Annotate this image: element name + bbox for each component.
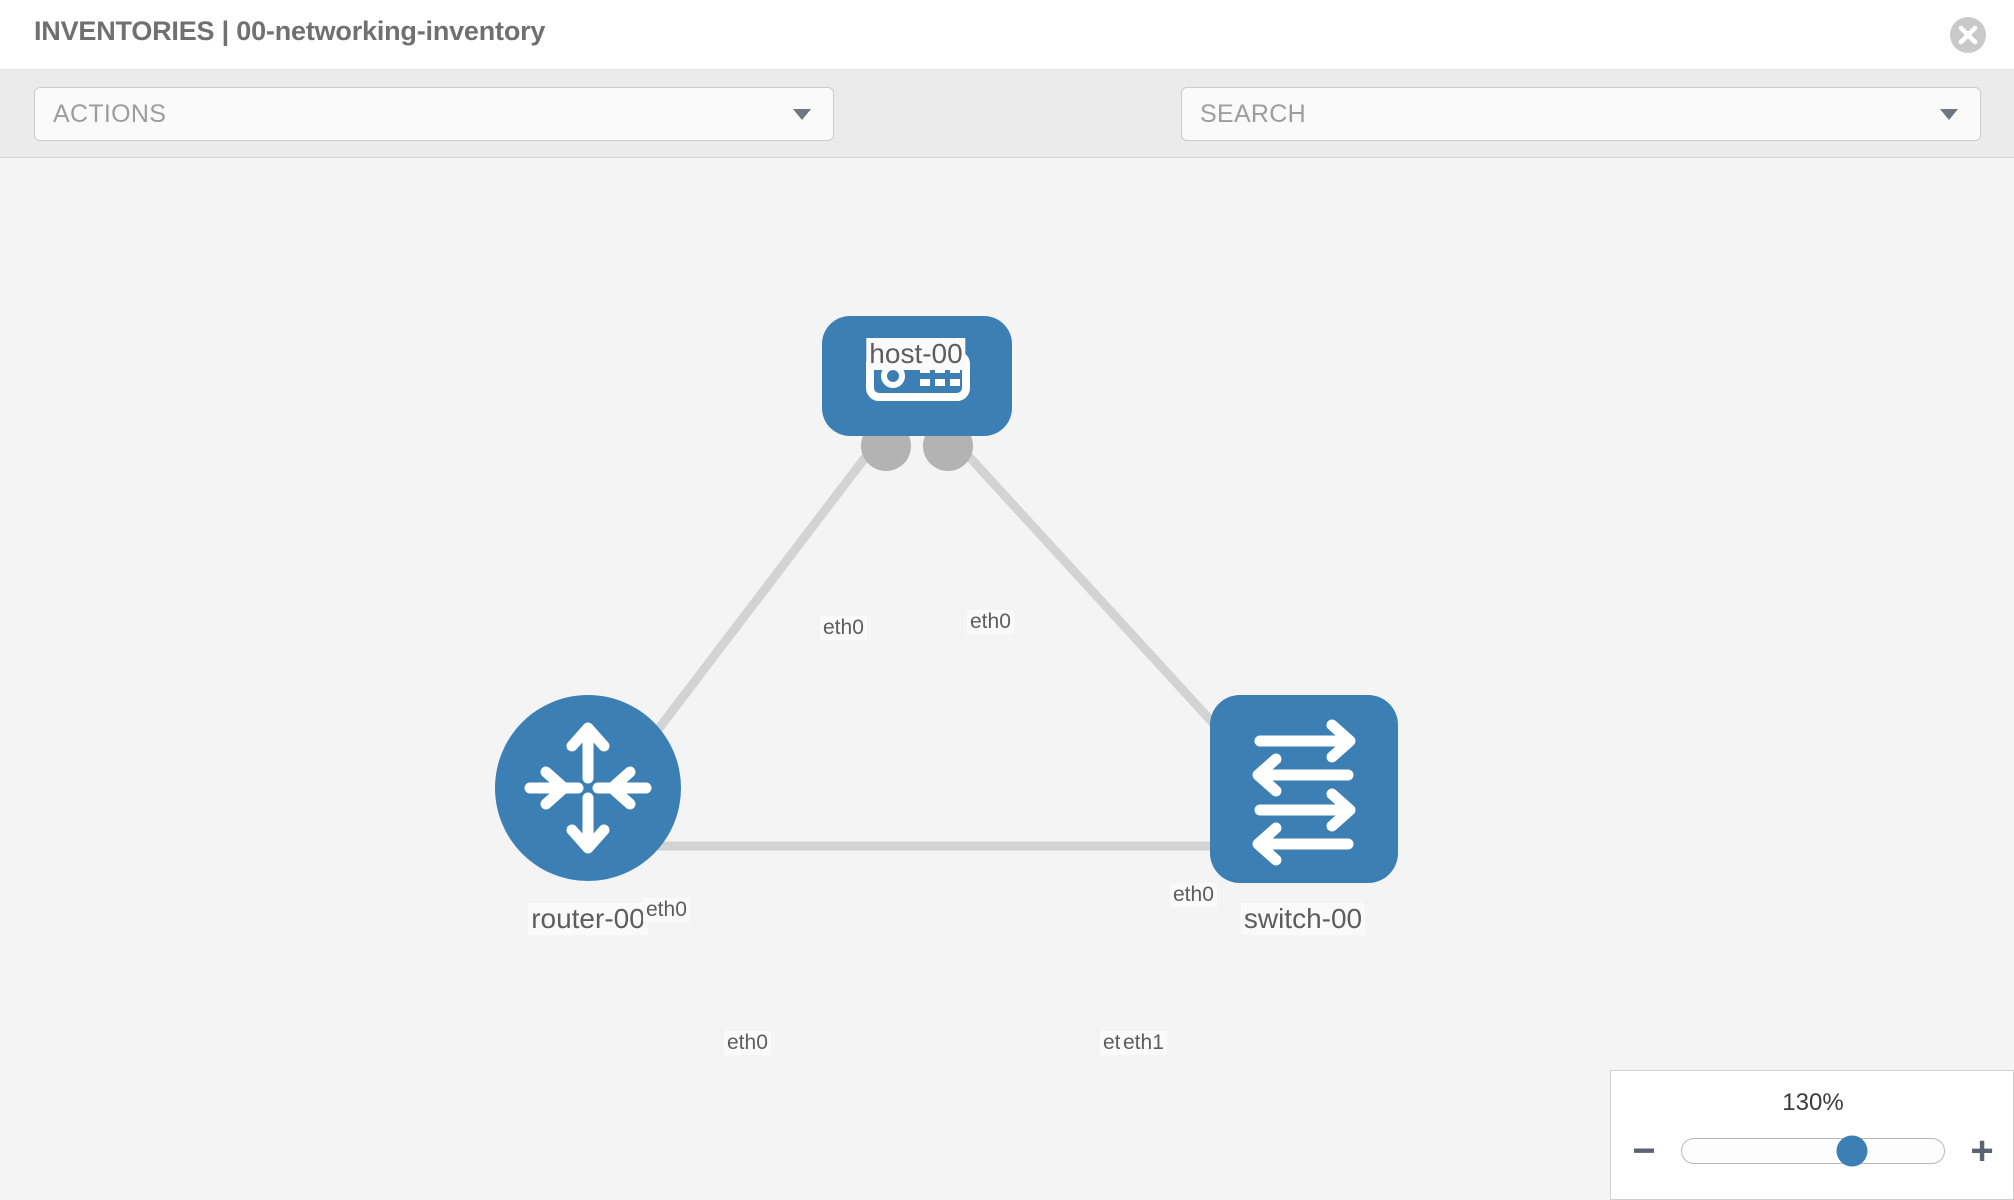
zoom-out-button[interactable]: − xyxy=(1632,1129,1656,1173)
search-placeholder: SEARCH xyxy=(1200,99,1306,128)
iface-label: eth0 xyxy=(643,898,690,922)
toolbar: ACTIONS xyxy=(0,70,2014,194)
chevron-down-icon xyxy=(793,108,811,120)
port-group xyxy=(595,421,1265,871)
switch-icon xyxy=(1252,719,1356,866)
close-icon[interactable] xyxy=(1950,17,1986,53)
router-icon xyxy=(524,722,652,854)
zoom-slider-thumb[interactable] xyxy=(1836,1135,1868,1167)
actions-dropdown[interactable]: ACTIONS xyxy=(34,87,834,141)
topology-canvas[interactable]: host-00 router-00 switch-00 eth0 eth0 et… xyxy=(0,158,2014,1200)
link-host00-router00[interactable] xyxy=(621,435,884,776)
zoom-in-button[interactable]: + xyxy=(1970,1129,1994,1173)
node-label-host-00: host-00 xyxy=(866,338,966,370)
search-input[interactable]: SEARCH xyxy=(1181,87,1981,141)
node-router-00[interactable] xyxy=(495,695,681,881)
node-label-router-00: router-00 xyxy=(528,903,648,935)
iface-label: eth1 xyxy=(1120,1031,1167,1055)
link-group xyxy=(621,434,1250,851)
zoom-level-value: 130% xyxy=(1782,1089,1844,1116)
chevron-down-icon xyxy=(1940,108,1958,120)
link-host00-switch00[interactable] xyxy=(948,434,1249,762)
window-header: INVENTORIES | 00-networking-inventory xyxy=(0,0,2014,70)
topology-graph xyxy=(495,316,1398,883)
iface-label: eth0 xyxy=(967,610,1014,634)
page-title: INVENTORIES | 00-networking-inventory xyxy=(34,16,546,46)
actions-dropdown-label: ACTIONS xyxy=(53,99,167,128)
iface-label: eth0 xyxy=(724,1031,771,1055)
iface-label: eth0 xyxy=(1170,883,1217,907)
zoom-control-panel: 130% − + xyxy=(1610,1070,2014,1200)
node-switch-00[interactable] xyxy=(1210,695,1398,883)
node-host-00[interactable] xyxy=(822,316,1012,436)
iface-label: eth0 xyxy=(820,616,867,640)
node-label-switch-00: switch-00 xyxy=(1240,903,1366,935)
zoom-slider[interactable] xyxy=(1681,1135,1945,1167)
zoom-control-row: − + xyxy=(1611,1129,2014,1173)
